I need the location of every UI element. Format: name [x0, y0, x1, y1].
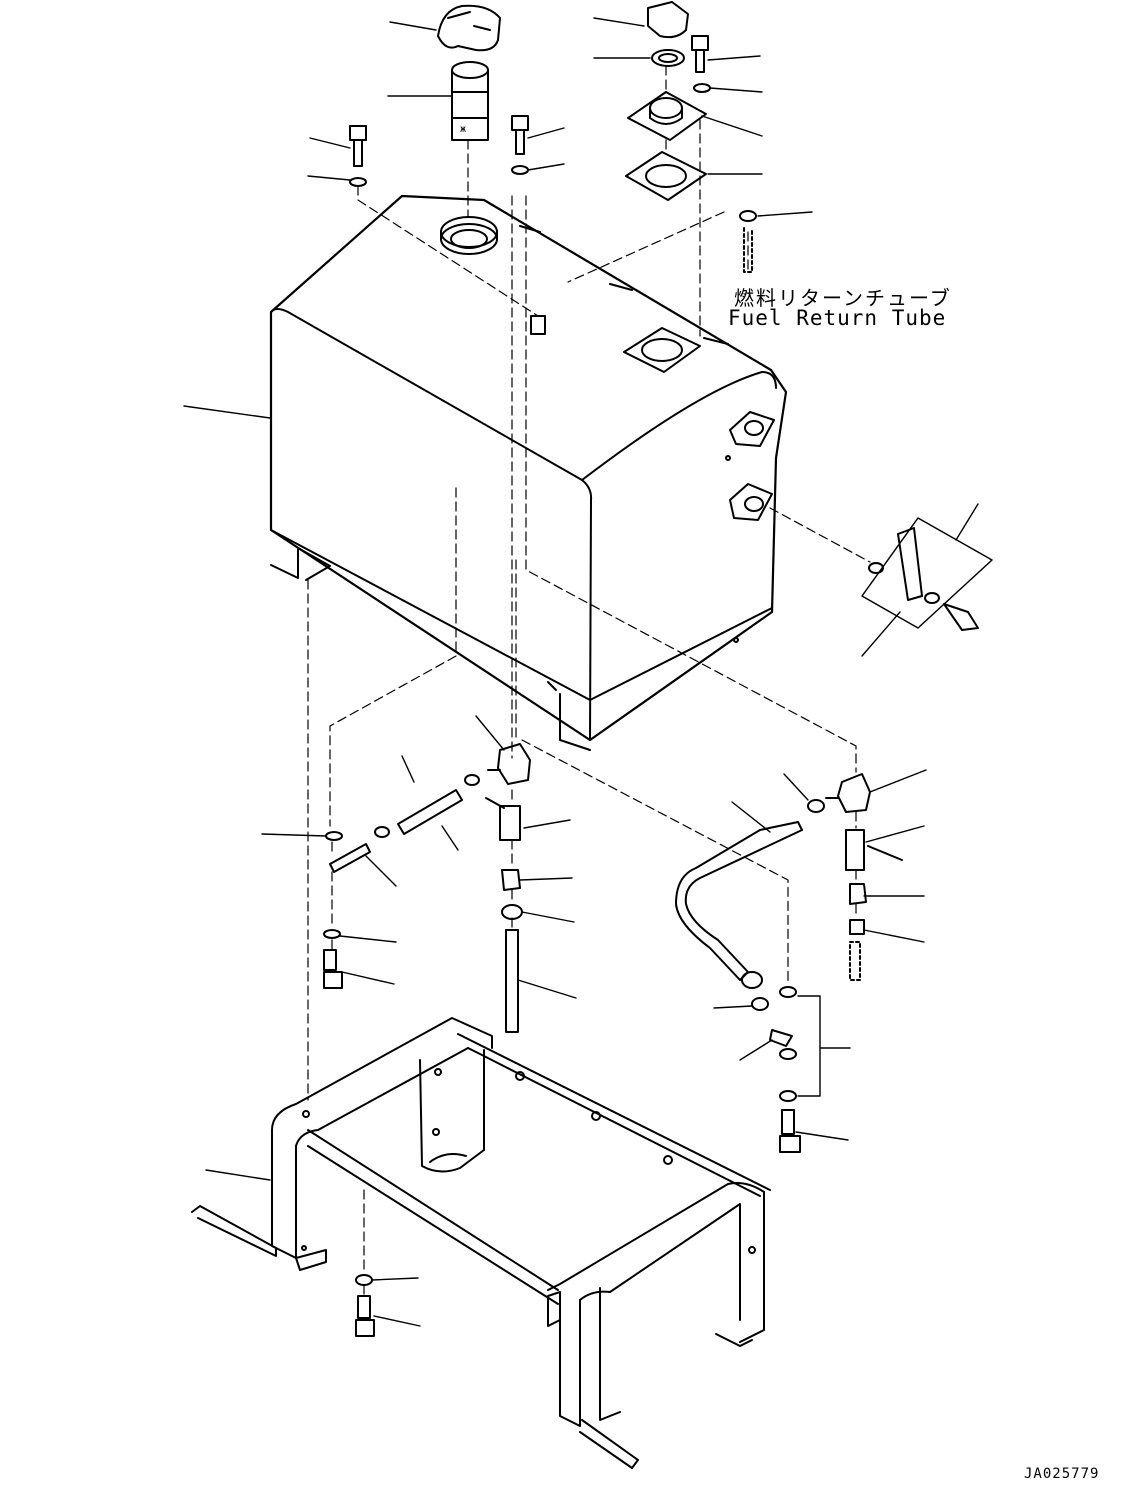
- filler-bolt-left: [349, 125, 367, 167]
- top-bolt: [691, 35, 709, 73]
- alignment-lines: [307, 65, 871, 1295]
- left-cock: [485, 797, 521, 841]
- right-cock: [845, 829, 903, 871]
- left-drain-valve: [487, 743, 531, 785]
- gasket: [625, 151, 707, 201]
- washer: [693, 83, 711, 93]
- left-bolt: [323, 949, 343, 989]
- tank-support-frame: [191, 1017, 771, 1469]
- frame-bolt: [355, 1295, 375, 1337]
- left-nipple: [501, 869, 521, 891]
- right-drain-valve: [825, 773, 871, 813]
- tube-clamp-group: [861, 517, 993, 631]
- filler-bolt-right: [511, 115, 529, 155]
- fuel-tank: [269, 194, 788, 751]
- fuel-filler-cap: [437, 4, 501, 52]
- fuel-return-tube-label-en: Fuel Return Tube: [728, 306, 947, 330]
- left-hose: [397, 789, 463, 835]
- breather-cap: [647, 1, 689, 39]
- o-ring: [651, 49, 685, 67]
- filter-flange-cover: [627, 91, 707, 141]
- fuel-return-tube-label-jp: 燃料リターンチューブ: [734, 286, 952, 310]
- svg-text:ж: ж: [460, 124, 466, 135]
- left-drain-tube: [505, 929, 519, 1033]
- filler-neck: ж: [451, 61, 489, 141]
- right-bolt: [779, 1109, 801, 1153]
- leader-lines: [183, 17, 979, 1327]
- drawing-number: JA025779: [1024, 1466, 1100, 1482]
- return-tube-clip: [739, 210, 757, 273]
- right-hose: [675, 821, 803, 981]
